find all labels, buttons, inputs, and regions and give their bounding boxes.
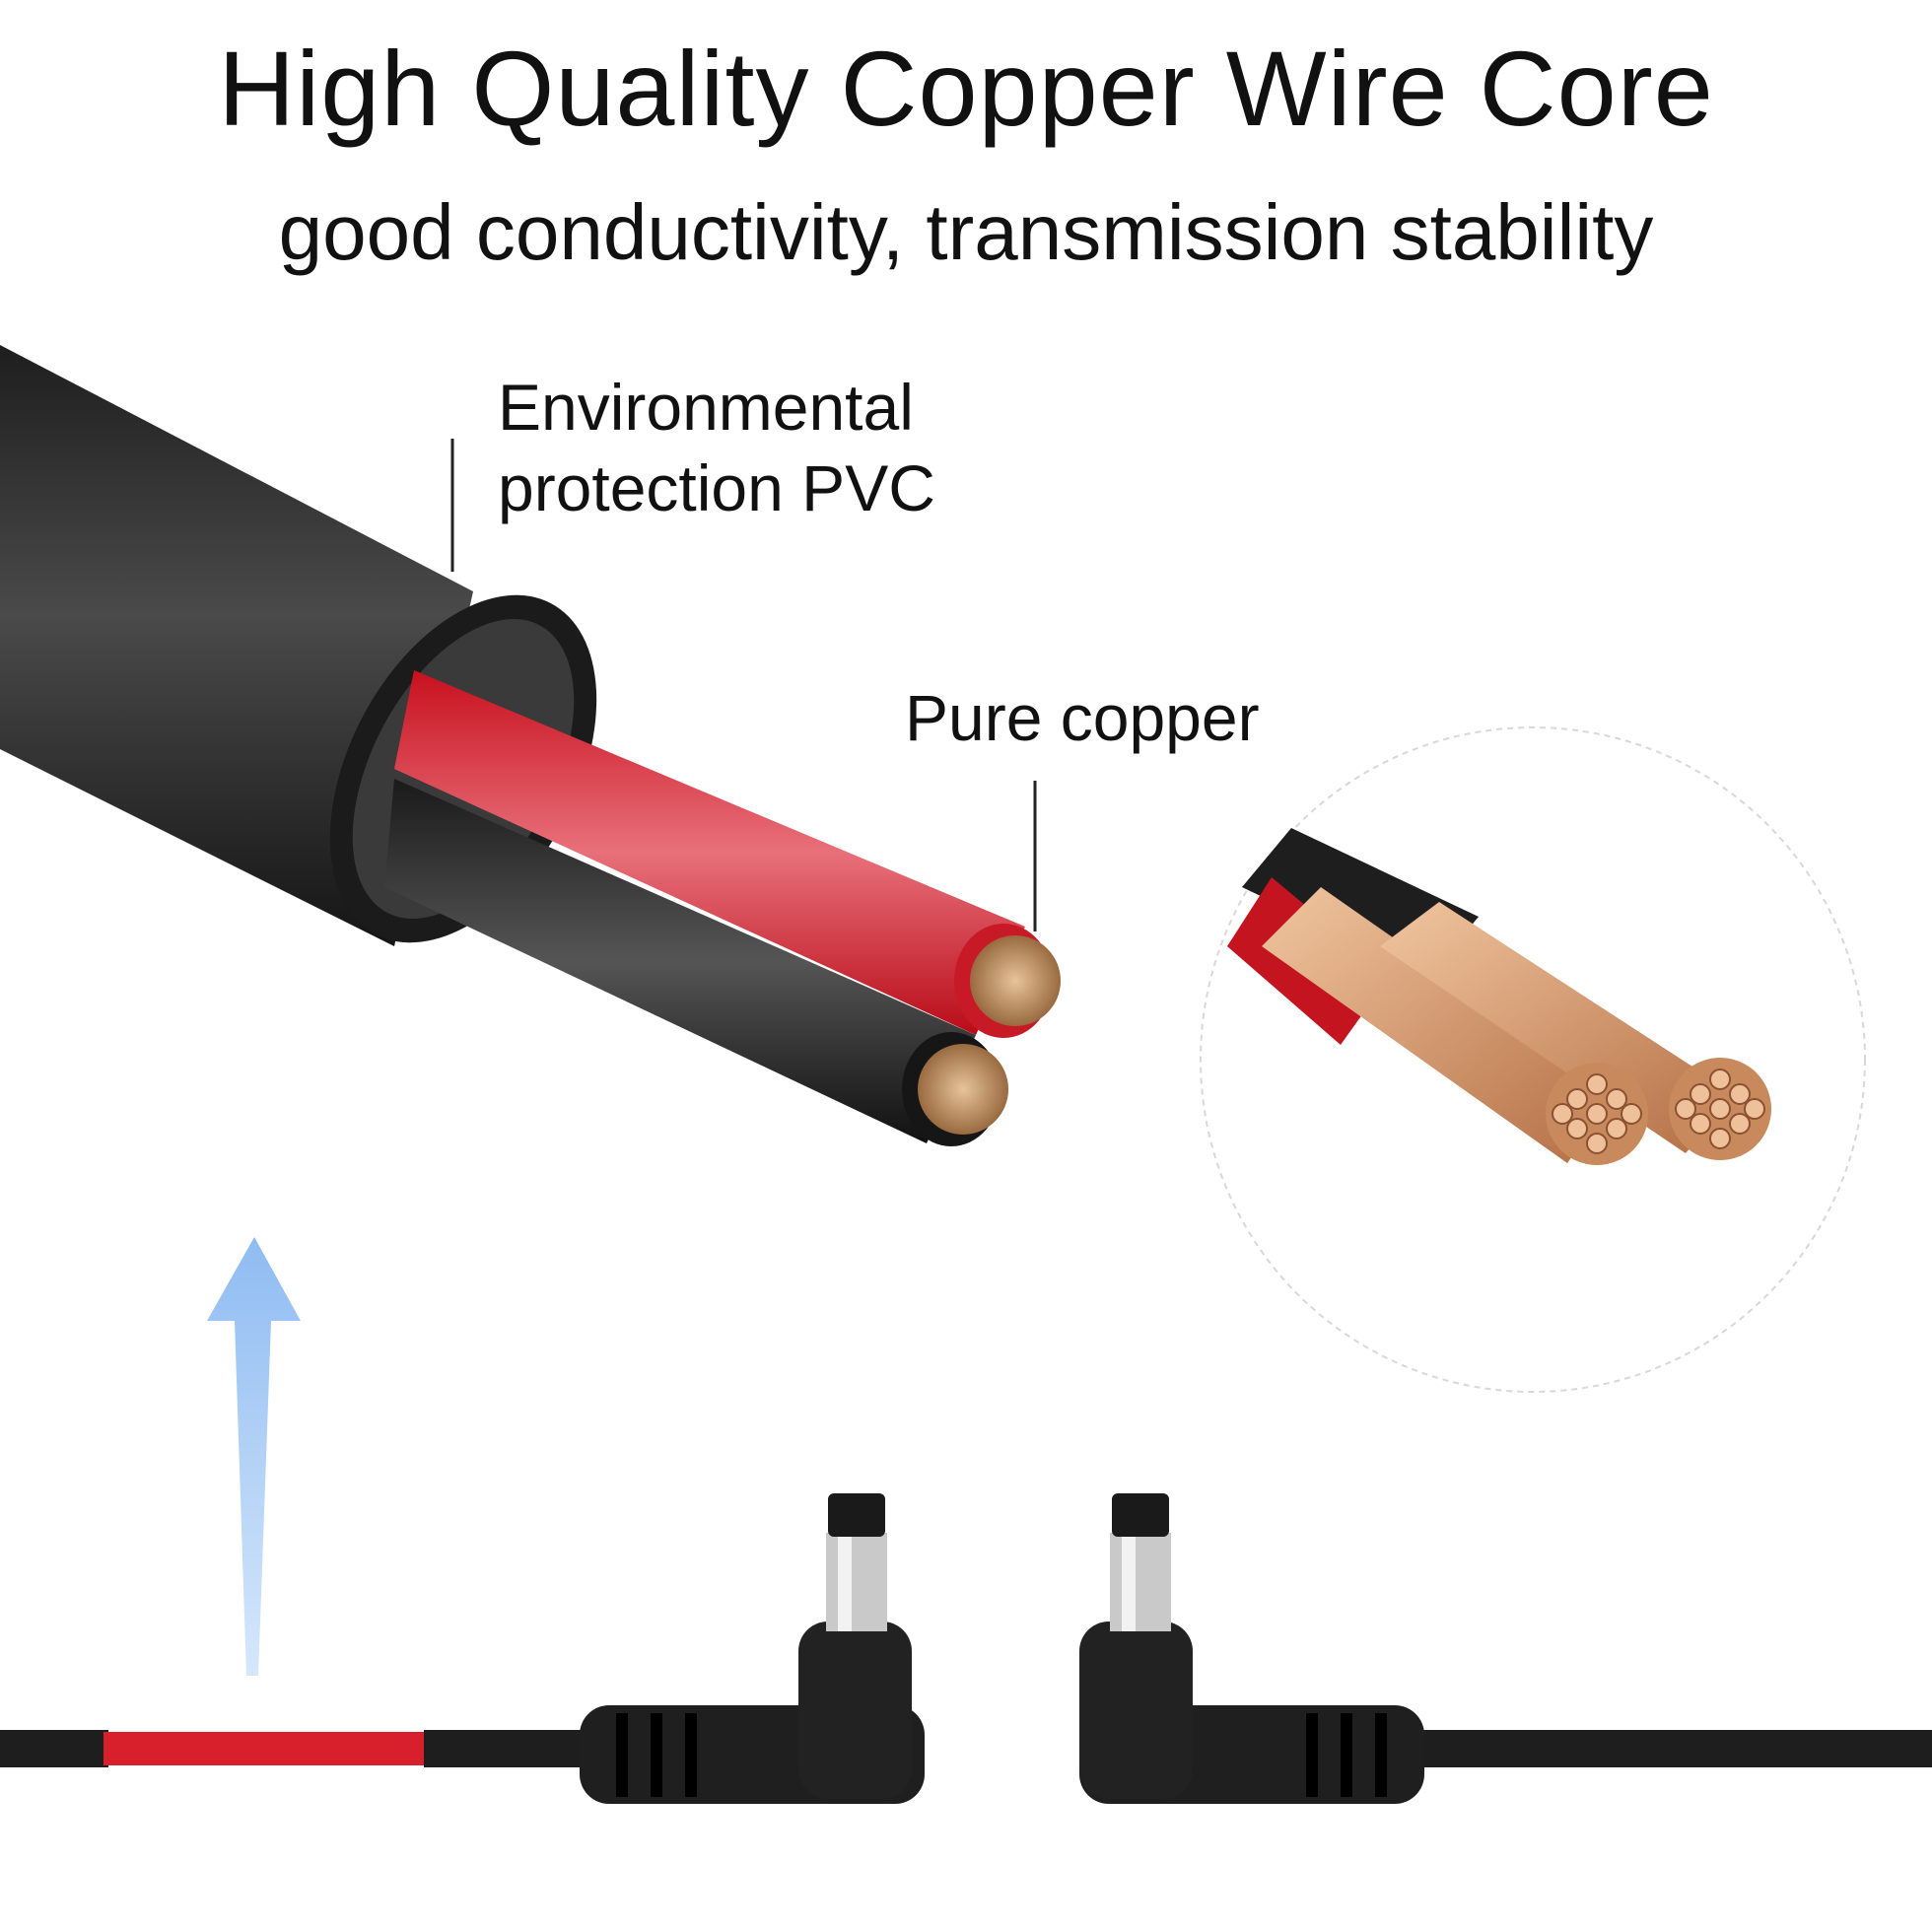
stranded-copper-wire	[1227, 828, 1771, 1165]
page-title: High Quality Copper Wire Core	[218, 29, 1714, 148]
up-arrow-icon	[207, 1237, 301, 1676]
copper-core-end	[970, 935, 1061, 1026]
copper-callout-label: Pure copper	[905, 681, 1260, 754]
pvc-callout-line1: Environmental	[498, 371, 914, 444]
pvc-callout-line2: protection PVC	[498, 451, 935, 524]
dc-plug-icon	[1079, 1493, 1424, 1804]
copper-zoom-circle	[1200, 726, 1866, 1393]
copper-core-end	[918, 1044, 1008, 1135]
bottom-cable	[0, 1730, 1932, 1767]
pvc-callout-label: Environmental protection PVC	[498, 367, 935, 528]
page-subtitle: good conductivity, transmission stabilit…	[278, 188, 1654, 276]
dc-plug-icon	[580, 1493, 925, 1804]
black-wire	[384, 779, 1008, 1146]
red-wire	[394, 670, 1061, 1038]
